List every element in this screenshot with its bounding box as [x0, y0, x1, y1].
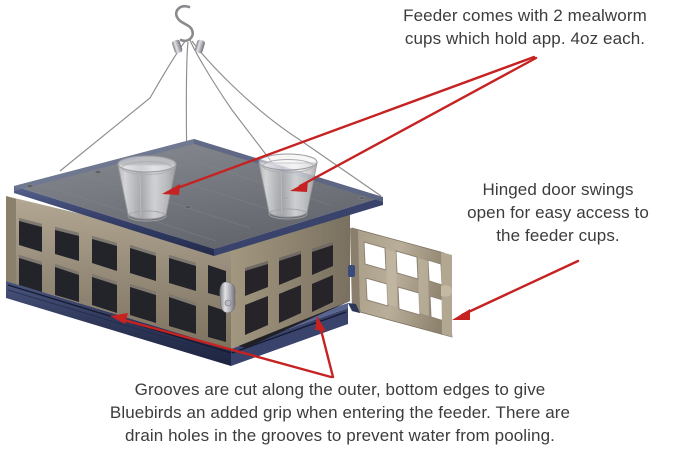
arrow-to-bottom-groove-right [315, 316, 335, 379]
annotation-text-cups: Feeder comes with 2 mealworm cups which … [403, 6, 647, 48]
cage-panel-right [231, 214, 350, 349]
hinged-door [348, 227, 453, 338]
arrow-to-left-cup [162, 55, 536, 195]
mealworm-cup-right [258, 153, 318, 220]
mealworm-cup-left [117, 155, 177, 222]
cable-ferrules [171, 39, 205, 54]
s-hook-icon [174, 5, 194, 43]
door-latch [219, 281, 236, 314]
arrow-to-right-cup [290, 56, 538, 192]
annotation-text-grooves: Grooves are cut along the outer, bottom … [109, 380, 571, 445]
arrow-to-bottom-groove-left [110, 313, 333, 379]
right-bottom-edge [348, 303, 360, 313]
annotation-text-door: Hinged door swings open for easy access … [467, 180, 649, 245]
cage-panel-front [6, 196, 231, 349]
arrow-to-door [452, 259, 580, 320]
annotation-arrows [110, 55, 580, 379]
cage-corner-post-left [6, 196, 16, 284]
